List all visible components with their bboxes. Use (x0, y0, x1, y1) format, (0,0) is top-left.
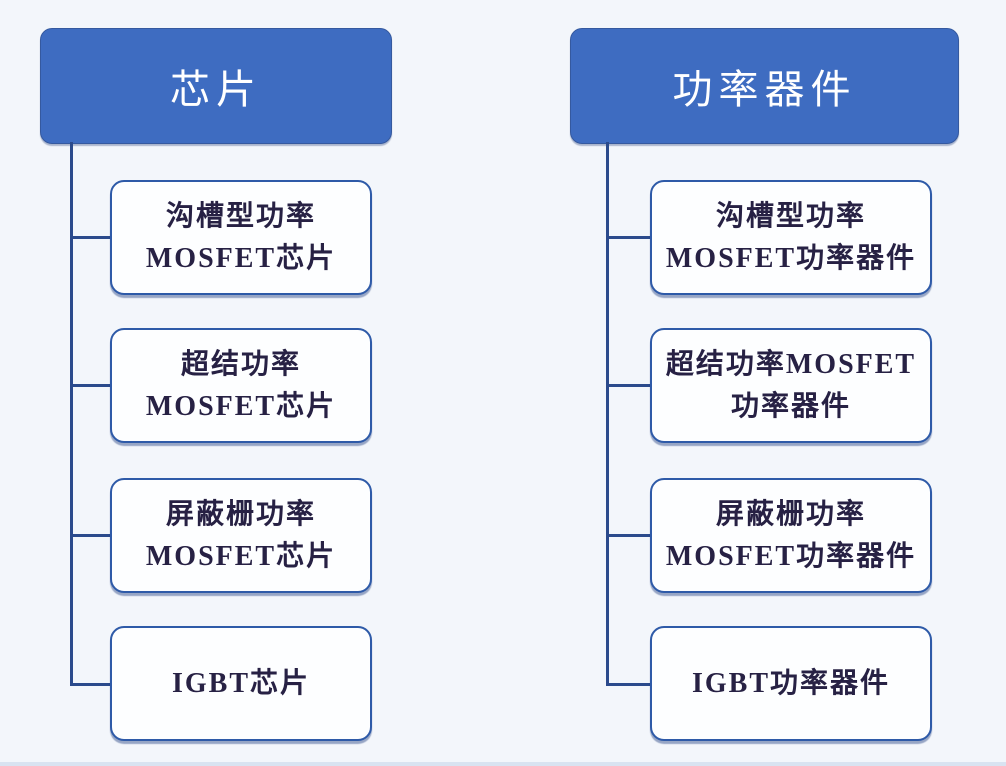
node-label-line: 沟槽型功率 (165, 200, 316, 232)
node-shielded-gate-mosfet-device: 屏蔽栅功率 MOSFET功率器件 (650, 478, 932, 593)
node-label-line: MOSFET功率器件 (665, 540, 917, 572)
node-trench-mosfet-chip: 沟槽型功率 MOSFET芯片 (110, 180, 372, 295)
connector-left-vertical (70, 142, 73, 686)
connector-left-branch-3 (70, 534, 110, 537)
connector-left-branch-2 (70, 384, 110, 387)
root-node-power-devices-label: 功率器件 (672, 68, 857, 112)
root-node-chips-label: 芯片 (170, 68, 262, 112)
node-shielded-gate-mosfet-chip: 屏蔽栅功率 MOSFET芯片 (110, 478, 372, 593)
connector-right-branch-3 (606, 534, 650, 537)
node-label-line: 超结功率 (180, 348, 301, 380)
node-label-line: 沟槽型功率 (715, 200, 866, 232)
node-label-line: 屏蔽栅功率 (165, 498, 316, 530)
root-node-power-devices: 功率器件 (570, 28, 959, 144)
connector-right-branch-1 (606, 236, 650, 239)
node-label-line: MOSFET功率器件 (665, 242, 917, 274)
node-label-line: 屏蔽栅功率 (715, 498, 866, 530)
root-node-chips: 芯片 (40, 28, 392, 144)
connector-left-branch-1 (70, 236, 110, 239)
node-label-line: IGBT功率器件 (691, 667, 891, 699)
connector-right-branch-2 (606, 384, 650, 387)
node-label-line: 超结功率MOSFET (665, 348, 917, 380)
node-igbt-chip: IGBT芯片 (110, 626, 372, 741)
node-label-line: IGBT芯片 (171, 667, 311, 699)
node-trench-mosfet-device: 沟槽型功率 MOSFET功率器件 (650, 180, 932, 295)
node-label-line: 功率器件 (730, 390, 851, 422)
connector-right-vertical (606, 142, 609, 686)
node-label-line: MOSFET芯片 (145, 540, 337, 572)
bottom-edge-strip (0, 762, 1006, 766)
node-superjunction-mosfet-chip: 超结功率 MOSFET芯片 (110, 328, 372, 443)
node-label-line: MOSFET芯片 (145, 390, 337, 422)
node-superjunction-mosfet-device: 超结功率MOSFET 功率器件 (650, 328, 932, 443)
node-label-line: MOSFET芯片 (145, 242, 337, 274)
connector-right-branch-4 (606, 683, 650, 686)
connector-left-branch-4 (70, 683, 110, 686)
node-igbt-device: IGBT功率器件 (650, 626, 932, 741)
